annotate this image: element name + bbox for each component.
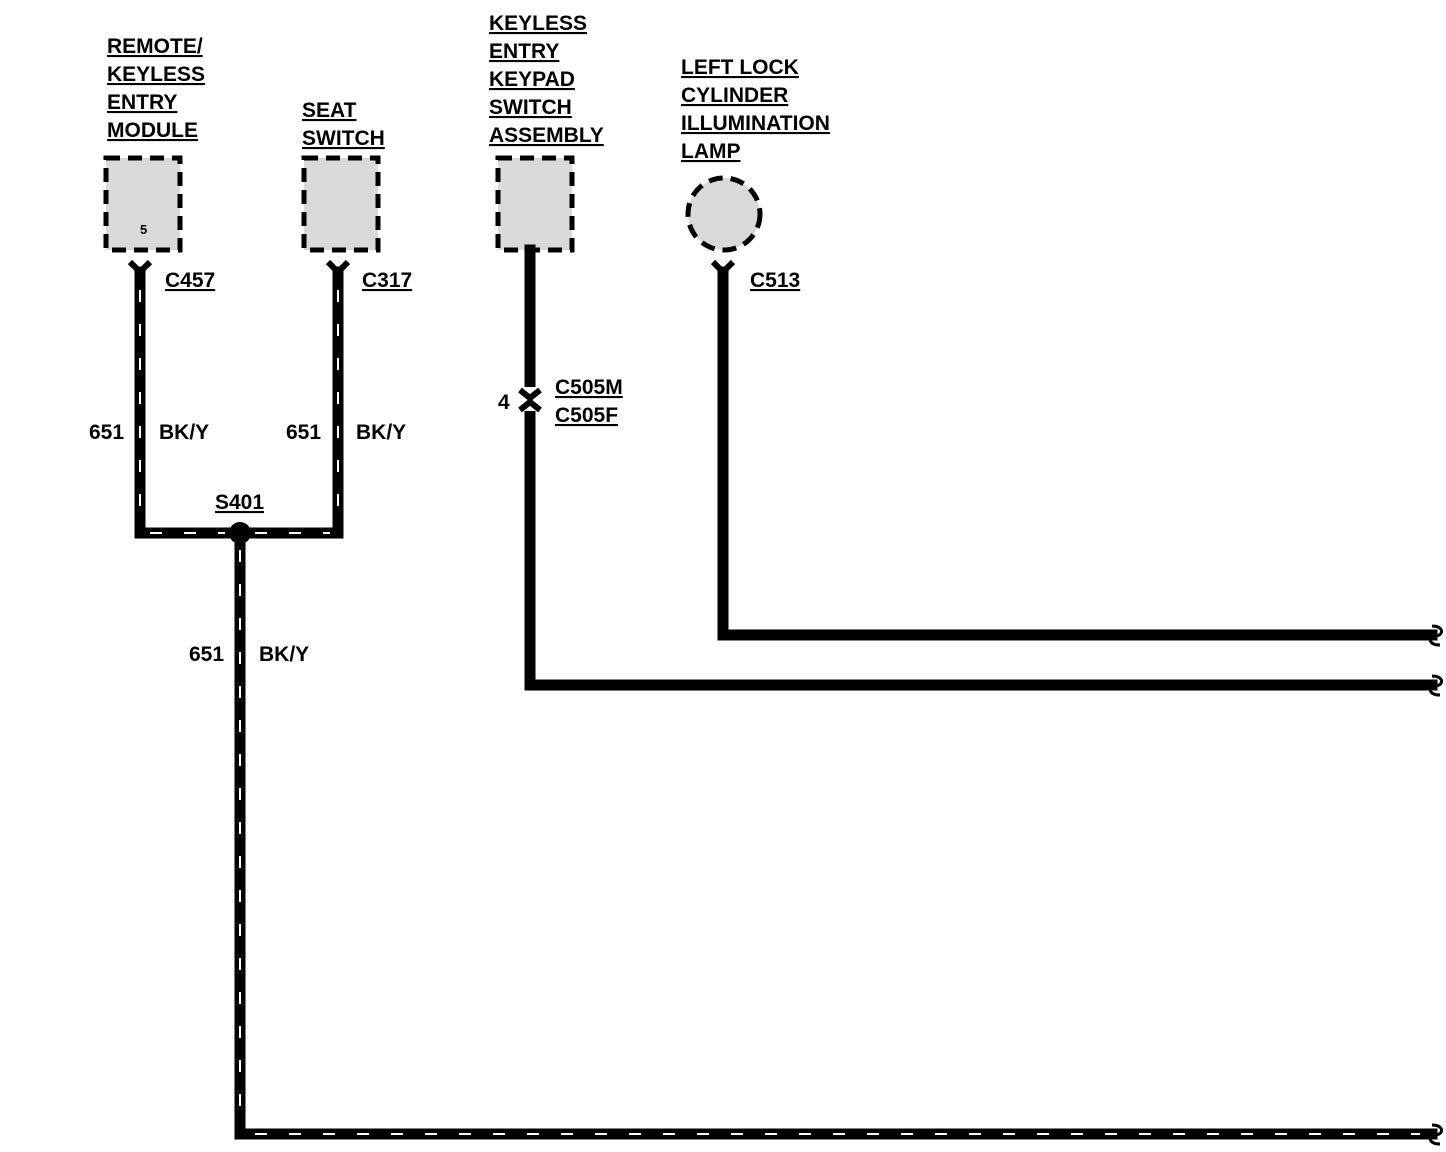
svg-text:ILLUMINATION: ILLUMINATION	[681, 112, 830, 135]
svg-text:LEFT LOCK: LEFT LOCK	[681, 56, 799, 79]
wire-main-color: BK/Y	[259, 643, 309, 666]
wire-651-rke-branch	[134, 266, 246, 539]
wire-seat-color: BK/Y	[356, 421, 406, 444]
seat-switch-label: SEAT SWITCH	[302, 99, 385, 150]
lamp-symbol	[685, 175, 763, 253]
keypad-box	[495, 155, 575, 253]
wire-break-icon	[1429, 674, 1443, 697]
c505m-label: C505M	[555, 376, 623, 399]
svg-text:KEYPAD: KEYPAD	[489, 68, 575, 91]
c505-inline-connector-icon	[518, 387, 542, 413]
wire-651-seat-branch	[234, 266, 344, 539]
svg-text:SWITCH: SWITCH	[302, 127, 385, 150]
rke-module-pin: 5	[140, 222, 147, 237]
svg-text:CYLINDER: CYLINDER	[681, 84, 788, 107]
wire-break-icon	[1429, 1123, 1443, 1146]
c513-label: C513	[750, 269, 800, 292]
seat-switch-box	[301, 155, 381, 253]
svg-text:LAMP: LAMP	[681, 140, 741, 163]
svg-text:KEYLESS: KEYLESS	[107, 63, 205, 86]
wire-rke-circuit: 651	[89, 421, 124, 444]
rke-module-box	[103, 155, 183, 253]
wire-break-icon	[1429, 624, 1443, 647]
wire-keypad	[524, 244, 1438, 691]
c505f-label: C505F	[555, 404, 618, 427]
svg-text:KEYLESS: KEYLESS	[489, 12, 587, 35]
svg-text:ENTRY: ENTRY	[107, 91, 177, 114]
c505-pin: 4	[498, 391, 510, 414]
c317-label: C317	[362, 269, 412, 292]
lamp-label: LEFT LOCK CYLINDER ILLUMINATION LAMP	[681, 56, 830, 163]
wire-main-circuit: 651	[189, 643, 224, 666]
svg-text:MODULE: MODULE	[107, 119, 198, 142]
wire-lamp	[717, 266, 1438, 641]
rke-module-label: REMOTE/ KEYLESS ENTRY MODULE	[107, 35, 205, 142]
splice-s401-dot	[229, 522, 251, 544]
wire-651-main	[234, 527, 1438, 1140]
c457-label: C457	[165, 269, 215, 292]
splice-s401-label: S401	[215, 491, 264, 514]
wire-rke-color: BK/Y	[159, 421, 209, 444]
svg-text:SWITCH: SWITCH	[489, 96, 572, 119]
svg-text:ENTRY: ENTRY	[489, 40, 559, 63]
svg-text:ASSEMBLY: ASSEMBLY	[489, 124, 604, 147]
svg-text:REMOTE/: REMOTE/	[107, 35, 203, 58]
svg-text:SEAT: SEAT	[302, 99, 357, 122]
wire-seat-circuit: 651	[286, 421, 321, 444]
keypad-label: KEYLESS ENTRY KEYPAD SWITCH ASSEMBLY	[489, 12, 604, 147]
